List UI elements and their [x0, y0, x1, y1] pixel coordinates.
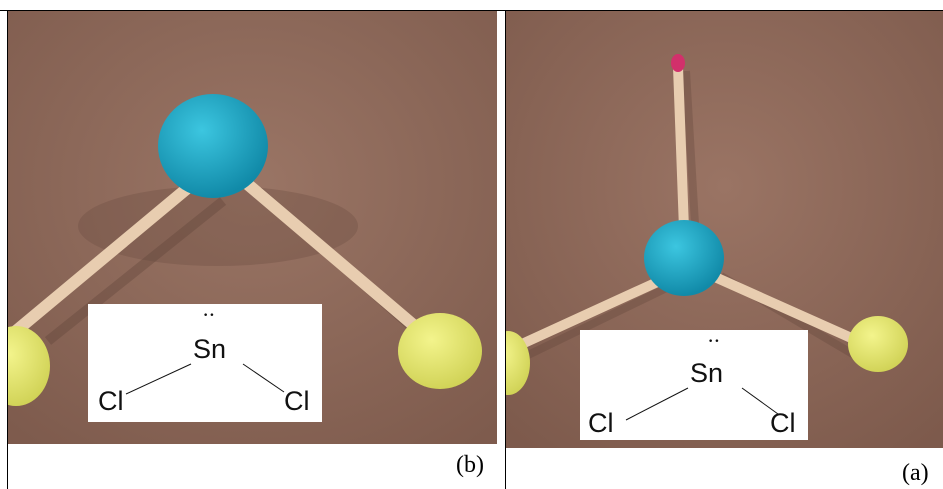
- chlorine-atom-ball-right: [398, 313, 482, 389]
- ligand-label-left: Cl: [588, 408, 614, 438]
- bond-stick-right: [232, 170, 424, 335]
- match-head-lone-pair: [671, 54, 685, 72]
- bond-stick-left: [10, 175, 202, 337]
- panel-label-a: (a): [902, 460, 929, 486]
- left-border: [7, 10, 8, 489]
- bond-stick-right: [701, 268, 863, 346]
- central-atom-label: Sn: [193, 334, 227, 364]
- chlorine-atom-ball-left: [506, 331, 530, 395]
- tin-atom-ball: [644, 220, 724, 296]
- bond-lines: [125, 363, 285, 395]
- lewis-structure-inset-b: •• Sn Cl Cl: [88, 304, 322, 422]
- ligand-label-right: Cl: [284, 386, 310, 416]
- lone-pair-dots: ••: [203, 311, 216, 321]
- ligand-label-right: Cl: [770, 408, 796, 438]
- ligand-label-left: Cl: [98, 386, 124, 416]
- molecule-model-photo-b: [8, 11, 497, 444]
- bond-lines: [625, 387, 779, 421]
- tin-atom-ball: [158, 94, 268, 198]
- top-border: [0, 10, 943, 11]
- center-divider: [505, 10, 506, 489]
- chlorine-atom-ball-right: [848, 316, 908, 372]
- central-atom-label: Sn: [690, 358, 724, 388]
- panel-label-b: (b): [456, 452, 484, 478]
- lewis-structure-inset-a: •• Sn Cl Cl: [580, 330, 808, 440]
- bond-stick-top: [673, 62, 689, 234]
- chlorine-atom-ball-left: [8, 326, 50, 406]
- lone-pair-dots: ••: [708, 337, 721, 347]
- photo-panel-b: [8, 11, 497, 444]
- bond-stick-left: [506, 274, 669, 354]
